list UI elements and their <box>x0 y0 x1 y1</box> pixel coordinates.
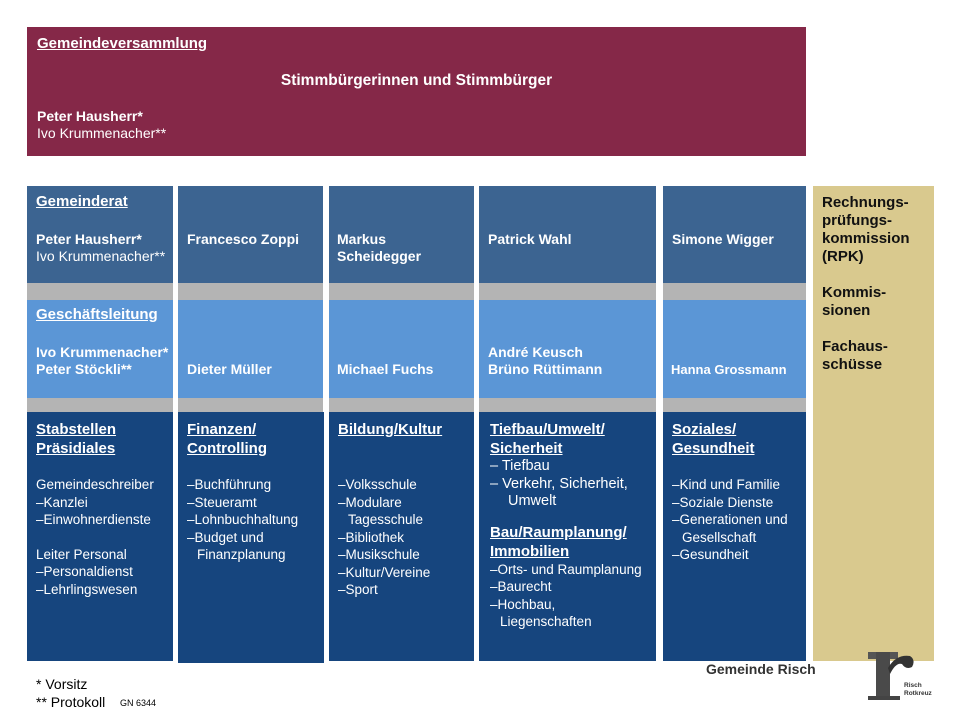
legend-protokoll: ** Protokoll <box>36 694 106 710</box>
list-item: Lehrlingswesen <box>43 581 138 597</box>
member: Hanna Grossmann <box>671 362 787 377</box>
department-title: Gesundheit <box>672 440 755 457</box>
geschaeftsleitung-band <box>27 300 806 398</box>
list-item: Soziale Dienste <box>679 494 774 510</box>
list-item: Kultur/Vereine <box>345 564 431 580</box>
member: Markus <box>337 231 387 247</box>
member: André Keusch <box>488 344 583 360</box>
list-item: Volksschule <box>345 477 417 492</box>
department-title: Tiefbau/Umwelt/ <box>490 421 605 438</box>
list-item: Lohnbuchhaltung <box>194 512 299 527</box>
member: Francesco Zoppi <box>187 231 300 247</box>
list-item: Bibliothek <box>345 529 405 545</box>
member: Simone Wigger <box>672 231 774 247</box>
side-text: sionen <box>822 302 871 319</box>
member: Brüno Rüttimann <box>488 361 603 377</box>
member: Peter Stöckli** <box>36 361 132 377</box>
department-title: Controlling <box>187 440 267 457</box>
group-label: Leiter Personal <box>36 546 127 562</box>
rpk-box: Rechnungs- prüfungs- kommission (RPK) Ko… <box>813 186 934 661</box>
member: Dieter Müller <box>187 361 272 377</box>
gemeindeversammlung-title: Gemeindeversammlung <box>37 35 208 52</box>
gemeindeversammlung-box: Gemeindeversammlung Stimmbürgerinnen und… <box>27 27 806 156</box>
divider <box>27 283 806 300</box>
list-item: Hochbau, Liegenschaften <box>497 596 592 630</box>
logo-r-icon <box>868 652 914 700</box>
side-text: Fachaus- <box>822 338 888 355</box>
list-item: Kind und Familie <box>679 477 781 492</box>
list-item: Budget und Finanzplanung <box>194 529 286 563</box>
member: Ivo Krummenacher* <box>36 344 169 360</box>
department-title: Stabstellen <box>36 421 117 438</box>
department-title: Finanzen/ <box>187 421 257 438</box>
side-text: Kommis- <box>822 284 887 301</box>
list-item: Einwohnerdienste <box>43 512 151 527</box>
logo: Risch Rotkreuz <box>866 650 956 702</box>
logo-text: Risch Rotkreuz <box>904 682 932 697</box>
side-text: kommission <box>822 230 910 247</box>
member: Ivo Krummenacher** <box>36 248 166 264</box>
list-item: Baurecht <box>497 579 552 594</box>
gemeinderat-title: Gemeinderat <box>36 193 128 210</box>
gemeindeversammlung-subtitle: Stimmbürgerinnen und Stimmbürger <box>280 72 553 89</box>
department-title: Soziales/ <box>672 421 737 438</box>
list-item: Personaldienst <box>43 564 133 579</box>
side-text: prüfungs- <box>822 212 892 229</box>
divider <box>27 398 806 412</box>
department-title: Bau/Raumplanung/ <box>490 523 627 541</box>
department-title: Immobilien <box>490 542 570 560</box>
list-item: Verkehr, Sicherheit, Umwelt <box>502 475 628 510</box>
list-item: Tiefbau <box>501 458 550 474</box>
list-item: Steueramt <box>194 494 257 510</box>
member: Peter Hausherr* <box>36 231 142 247</box>
president: Peter Hausherr* <box>37 108 143 124</box>
gemeinderat-band <box>27 186 806 283</box>
member: Patrick Wahl <box>488 231 572 247</box>
list-item: Musikschule <box>345 547 420 562</box>
department-title: Sicherheit <box>490 440 563 457</box>
department-soziales: Soziales/ Gesundheit –Kind und Familie –… <box>663 412 806 661</box>
side-text: Rechnungs- <box>822 194 909 211</box>
column-gap <box>474 186 479 412</box>
side-text: (RPK) <box>822 248 864 265</box>
list-item: Modulare Tagesschule <box>345 494 424 528</box>
column-gap <box>323 186 329 412</box>
list-item: Generationen und Gesellschaft <box>679 512 788 545</box>
department-title: Präsidiales <box>36 440 116 457</box>
list-item: Orts- und Raumplanung <box>497 561 642 577</box>
legend-vorsitz: * Vorsitz <box>36 676 88 692</box>
column-gap <box>656 186 663 412</box>
group-label: Gemeindeschreiber <box>36 477 154 492</box>
department-finanzen: Finanzen/ Controlling –Buchführung –Steu… <box>178 412 324 663</box>
list-item: Sport <box>345 582 378 597</box>
department-praesidiales: Stabstellen Präsidiales Gemeindeschreibe… <box>27 412 173 661</box>
department-tiefbau-bau: Tiefbau/Umwelt/ Sicherheit – Tiefbau – V… <box>479 412 656 661</box>
list-item: Buchführung <box>194 477 272 492</box>
member: Scheidegger <box>337 248 422 264</box>
brand-name: Gemeinde Risch <box>706 661 816 677</box>
member: Michael Fuchs <box>337 361 434 377</box>
column-gap <box>173 186 178 412</box>
side-text: schüsse <box>822 356 883 373</box>
secretary: Ivo Krummenacher** <box>37 125 167 141</box>
geschaeftsleitung-title: Geschäftsleitung <box>36 306 158 323</box>
department-bildung: Bildung/Kultur –Volksschule –Modulare Ta… <box>329 412 474 661</box>
document-code: GN 6344 <box>120 698 157 708</box>
list-item: Kanzlei <box>43 494 88 510</box>
department-title: Bildung/Kultur <box>338 421 443 438</box>
list-item: Gesundheit <box>679 547 749 562</box>
